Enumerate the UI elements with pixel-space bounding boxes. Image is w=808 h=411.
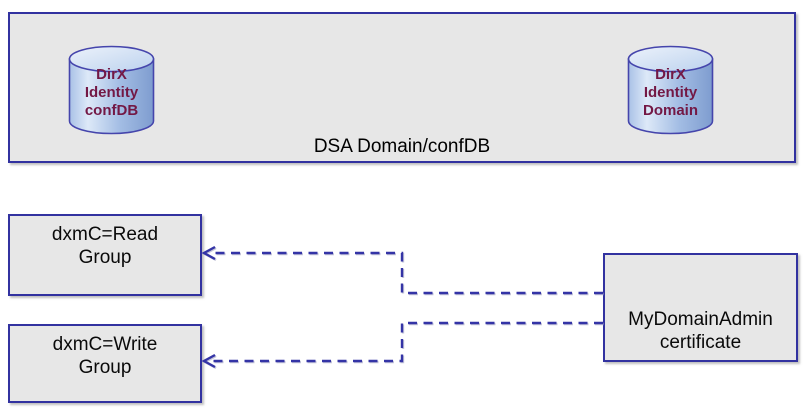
connector-cert-to-read	[209, 251, 603, 295]
certificate-label: MyDomainAdmin certificate	[628, 309, 773, 353]
write-group-box: dxmC=Write Group	[8, 324, 202, 403]
connector-cert-to-write	[209, 321, 603, 363]
database-confdb: DirX Identity confDB	[68, 45, 155, 135]
certificate-box: MyDomainAdmin certificate	[603, 253, 798, 362]
read-group-label: dxmC=Read Group	[51, 224, 159, 268]
arrowhead-read-icon	[201, 245, 216, 261]
database-cylinder-icon	[68, 45, 155, 135]
write-group-label: dxmC=Write Group	[52, 334, 158, 378]
dsa-domain-container: DirX Identity confDB DirX Identity Domai…	[8, 12, 796, 163]
read-group-box: dxmC=Read Group	[8, 214, 202, 296]
database-cylinder-icon	[627, 45, 714, 135]
database-domain-label: DirX Identity Domain	[642, 66, 698, 119]
dsa-domain-label: DSA Domain/confDB	[313, 136, 491, 157]
database-domain: DirX Identity Domain	[627, 45, 714, 135]
arrowhead-write-icon	[201, 353, 216, 369]
database-confdb-label: DirX Identity confDB	[84, 66, 139, 119]
